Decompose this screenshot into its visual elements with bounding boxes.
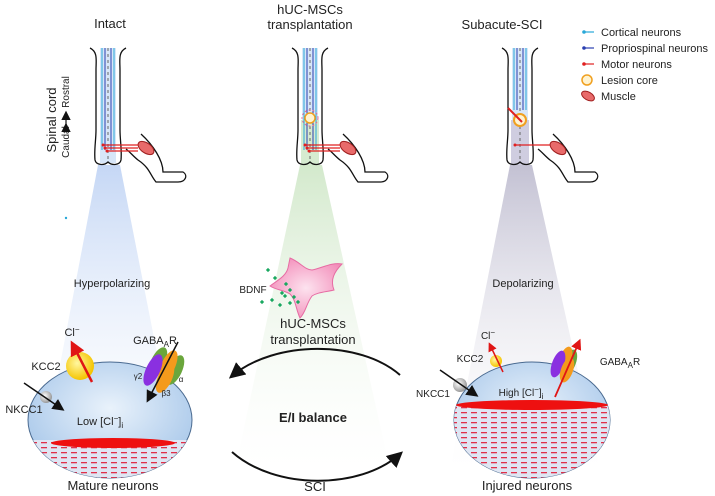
leg-outline bbox=[125, 133, 187, 183]
subacute-caption: Injured neurons bbox=[482, 478, 573, 493]
intact-spinal-cord bbox=[89, 47, 187, 183]
muscle-icon bbox=[339, 140, 357, 156]
legend-item: Cortical neurons bbox=[582, 27, 682, 39]
legend-item: Muscle bbox=[581, 90, 636, 103]
motor-neuron bbox=[101, 143, 105, 147]
legend-label: Muscle bbox=[601, 91, 636, 103]
motor-neuron bbox=[307, 149, 311, 153]
svg-text:Cl−: Cl− bbox=[64, 325, 79, 339]
lesion-core-icon bbox=[304, 112, 316, 124]
muscle-icon bbox=[581, 90, 595, 102]
motor-neuron bbox=[105, 149, 109, 153]
motor-neuron bbox=[513, 143, 517, 147]
svg-text:β3: β3 bbox=[161, 389, 171, 398]
bdnf-dot bbox=[259, 299, 265, 305]
gaba-a-receptor-icon bbox=[143, 341, 185, 403]
svg-text:Rostral: Rostral bbox=[61, 76, 72, 108]
legend-dot bbox=[582, 62, 586, 66]
leg-outline bbox=[327, 133, 389, 183]
svg-text:γ2: γ2 bbox=[134, 372, 143, 381]
bdnf-dot bbox=[283, 281, 289, 287]
legend-label: Lesion core bbox=[601, 75, 658, 87]
subacute-title: Subacute-SCI bbox=[462, 17, 543, 32]
svg-text:α: α bbox=[179, 375, 184, 384]
cord-outline bbox=[291, 47, 329, 166]
neuron-dot bbox=[64, 216, 68, 220]
legend-item: Motor neurons bbox=[582, 59, 672, 71]
svg-text:Caudal: Caudal bbox=[61, 126, 72, 158]
msc-cluster bbox=[301, 109, 319, 127]
spinal-cord-axis-label: Spinal cord Caudal Rostral bbox=[44, 76, 72, 158]
subacute-spinal-cord bbox=[501, 47, 599, 183]
svg-text:High [Cl−]i: High [Cl−]i bbox=[499, 385, 544, 401]
motor-neuron bbox=[103, 146, 107, 150]
svg-text:GABAAR: GABAAR bbox=[133, 335, 177, 349]
bdnf-dot bbox=[279, 290, 285, 296]
legend-label: Motor neurons bbox=[601, 59, 672, 71]
leg-outline bbox=[537, 133, 599, 183]
msc-cell-icon bbox=[269, 257, 344, 319]
svg-text:Cl−: Cl− bbox=[481, 328, 495, 342]
motor-neuron bbox=[305, 146, 309, 150]
ei-balance-label: E/I balance bbox=[279, 410, 347, 425]
svg-text:KCC2: KCC2 bbox=[31, 361, 60, 373]
svg-text:Spinal cord: Spinal cord bbox=[44, 87, 59, 152]
bdnf-dot bbox=[287, 287, 293, 293]
legend-label: Cortical neurons bbox=[601, 27, 682, 39]
bdnf-dot bbox=[277, 302, 283, 308]
bdnf-dot bbox=[291, 294, 297, 300]
sci-label: SCI bbox=[304, 479, 326, 494]
intact-caption: Mature neurons bbox=[67, 478, 159, 493]
bdnf-dot bbox=[265, 267, 271, 273]
svg-text:NKCC1: NKCC1 bbox=[5, 404, 42, 416]
injury-mark bbox=[507, 107, 523, 123]
transplant-title-1: hUC-MSCs bbox=[277, 2, 343, 17]
motor-neuron bbox=[303, 143, 307, 147]
legend-item: Lesion core bbox=[581, 74, 658, 87]
lesion-core-icon bbox=[581, 74, 593, 86]
cord-outline bbox=[89, 47, 127, 166]
muscle-icon bbox=[137, 140, 155, 156]
transplant-title-2: transplantation bbox=[267, 17, 352, 32]
muscle-icon bbox=[549, 140, 567, 156]
legend-label: Propriospinal neurons bbox=[601, 43, 709, 55]
cord-outline bbox=[501, 47, 539, 166]
svg-text:GABAAR: GABAAR bbox=[600, 357, 640, 370]
svg-text:Low [Cl−]i: Low [Cl−]i bbox=[77, 414, 123, 430]
svg-text:NKCC1: NKCC1 bbox=[416, 389, 450, 400]
intact-state: Hyperpolarizing bbox=[74, 278, 150, 290]
legend-item: Propriospinal neurons bbox=[582, 43, 709, 55]
gaba-a-receptor-icon bbox=[550, 338, 582, 398]
legend-dot bbox=[582, 46, 586, 50]
transplant-beam bbox=[235, 165, 390, 470]
bdnf-dot bbox=[282, 293, 288, 299]
transplant-spinal-cord bbox=[291, 47, 389, 183]
upper-arrow-label-1: hUC-MSCs bbox=[280, 316, 346, 331]
bdnf-dot bbox=[287, 300, 293, 306]
injury-arrow bbox=[231, 451, 403, 482]
bdnf-dot bbox=[295, 299, 301, 305]
svg-text:KCC2: KCC2 bbox=[457, 354, 484, 365]
intact-title: Intact bbox=[94, 16, 126, 31]
bdnf-dot bbox=[272, 275, 278, 281]
upper-arrow-label-2: transplantation bbox=[270, 332, 355, 347]
bdnf-dots bbox=[259, 267, 301, 308]
legend-dot bbox=[582, 30, 586, 34]
subacute-state: Depolarizing bbox=[492, 278, 553, 290]
injured-neuron: Cl− KCC2 GABAAR NKCC1 High [Cl−]i bbox=[416, 328, 640, 479]
recovery-arrow bbox=[228, 347, 401, 379]
bdnf-label: BDNF bbox=[239, 285, 266, 296]
bdnf-dot bbox=[269, 297, 275, 303]
